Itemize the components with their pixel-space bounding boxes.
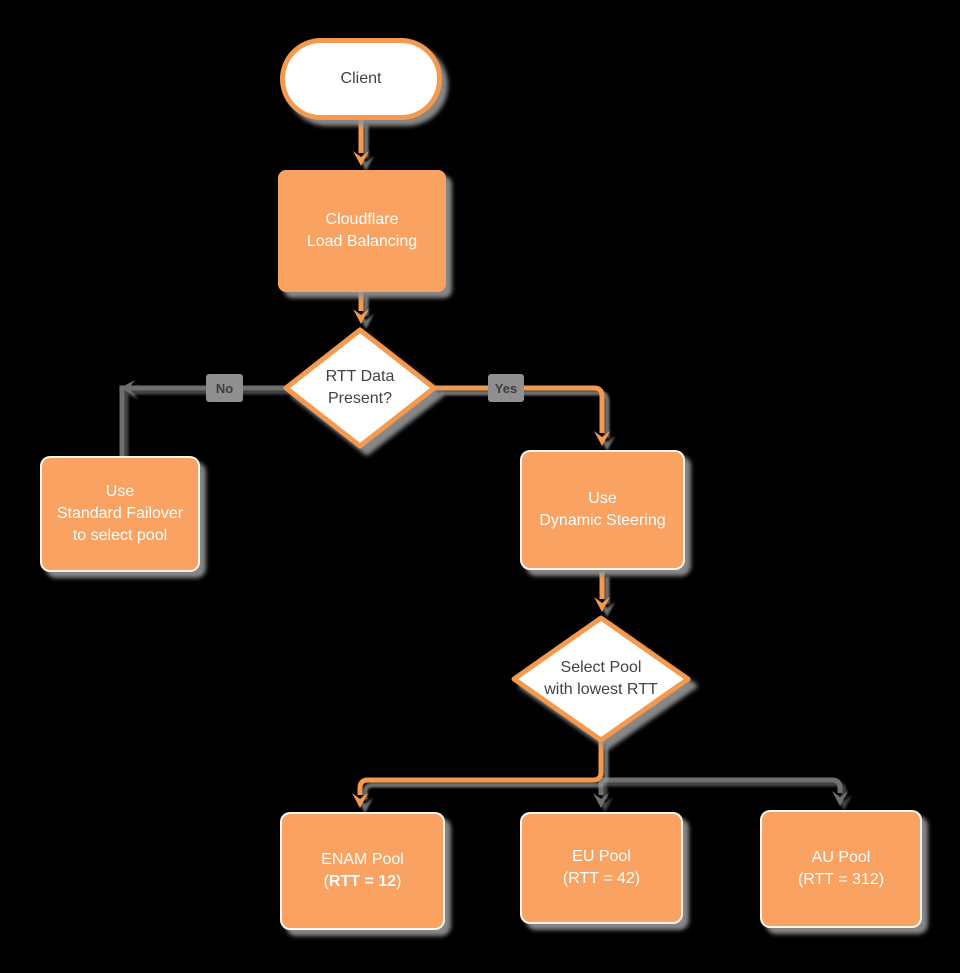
node-rtt-decision-line2: Present? [327, 390, 393, 407]
node-client-label: Client [340, 70, 382, 87]
enam-rtt-prefix: ( [323, 873, 329, 890]
select-pool-diamond-shape [511, 615, 691, 743]
node-select-pool-line1: Select Pool [560, 659, 642, 676]
node-eu-pool: EU Pool (RTT = 42) [520, 812, 683, 924]
edge-label-no-text: No [215, 380, 234, 396]
edge-group-gray [119, 380, 848, 808]
node-load-balancing-line2: Load Balancing [306, 233, 418, 250]
node-rtt-decision-line1: RTT Data [325, 368, 395, 385]
edge-no-path [119, 385, 287, 456]
node-load-balancing-line1: Cloudflare [325, 211, 399, 228]
node-standard-failover-line3: to select pool [72, 527, 168, 544]
node-enam-pool-line2: (RTT = 12) [324, 871, 402, 893]
enam-rtt-suffix: ) [396, 873, 402, 890]
node-dynamic-steering: Use Dynamic Steering [520, 450, 685, 570]
edge-group-orange [352, 120, 610, 808]
node-standard-failover-line2: Standard Failover [56, 505, 184, 522]
node-eu-pool-line1: EU Pool [572, 848, 631, 865]
node-au-pool-line2: (RTT = 312) [797, 871, 885, 888]
decision-diamond-shape [283, 327, 437, 449]
edge-label-no: No [206, 374, 243, 402]
edge-label-yes-text: Yes [494, 380, 518, 396]
node-au-pool-line1: AU Pool [811, 849, 871, 866]
node-au-pool: AU Pool (RTT = 312) [760, 810, 922, 928]
node-enam-pool-line1: ENAM Pool [321, 851, 404, 868]
node-rtt-decision-text: RTT Data Present? [283, 327, 437, 449]
edge-no-arrowhead [120, 380, 135, 396]
node-enam-pool: ENAM Pool (RTT = 12) [280, 812, 445, 930]
node-dynamic-steering-line1: Use [588, 490, 617, 507]
edge-eu-arrowhead [593, 793, 609, 808]
node-standard-failover: Use Standard Failover to select pool [40, 456, 200, 572]
node-client: Client [280, 38, 442, 120]
edge-steering-select-arrowhead [594, 597, 610, 612]
edge-lb-decision-arrowhead [353, 309, 369, 324]
edge-yes-arrowhead [594, 431, 610, 446]
edge-label-yes: Yes [488, 374, 524, 402]
node-dynamic-steering-line2: Dynamic Steering [539, 512, 666, 529]
node-select-pool-line2: with lowest RTT [544, 681, 658, 698]
node-select-pool-text: Select Pool with lowest RTT [511, 615, 691, 743]
node-eu-pool-line2: (RTT = 42) [562, 870, 641, 887]
edge-enam-arrowhead [352, 793, 368, 808]
edge-au-path [601, 777, 843, 793]
edge-au-arrowhead [832, 791, 848, 806]
edge-enam-path [357, 741, 604, 795]
enam-rtt-value: RTT = 12 [328, 873, 397, 890]
node-standard-failover-line1: Use [105, 483, 135, 500]
edge-client-lb-arrowhead [353, 151, 369, 166]
node-load-balancing: Cloudflare Load Balancing [278, 170, 446, 292]
node-select-pool: Select Pool with lowest RTT [511, 615, 691, 743]
edge-yes-path [435, 385, 605, 433]
node-rtt-decision: RTT Data Present? [283, 327, 437, 449]
